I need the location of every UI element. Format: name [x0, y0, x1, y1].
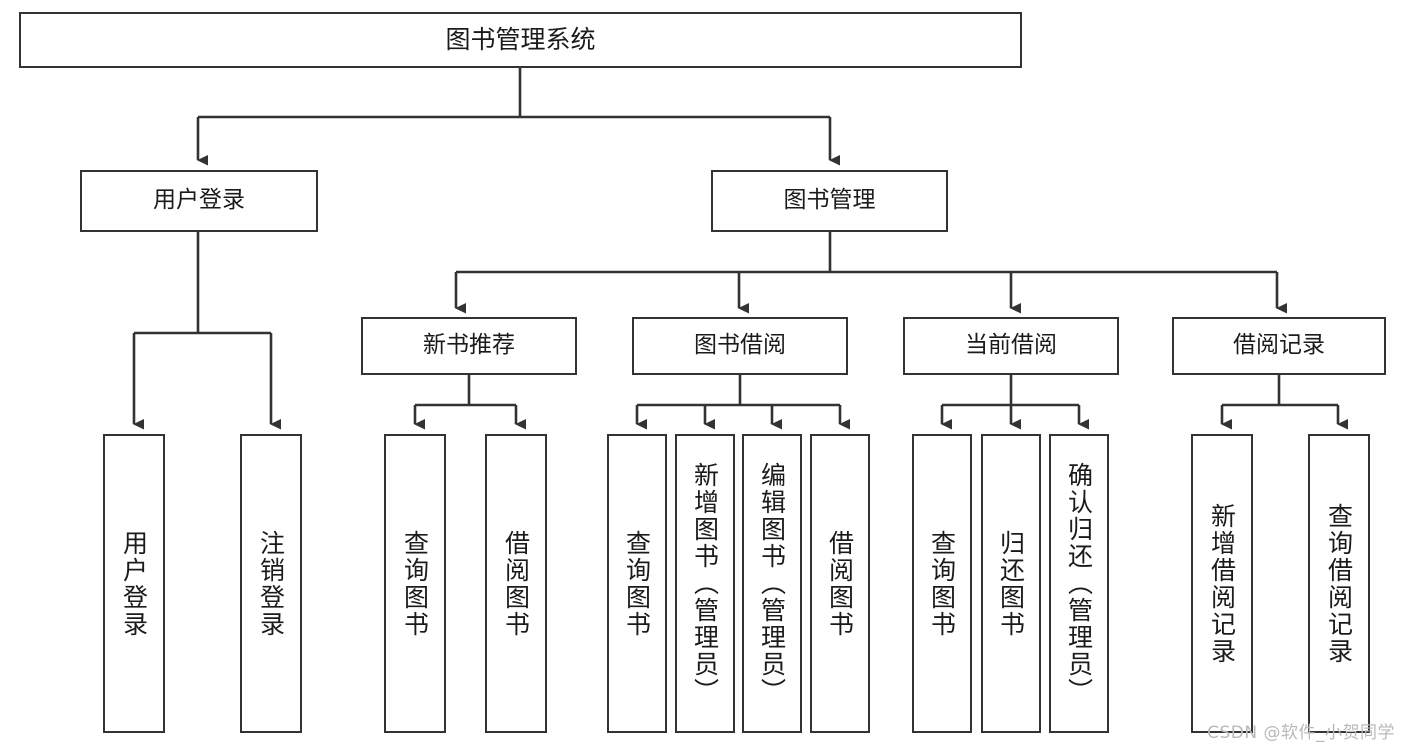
leaf-add-borrow-record[interactable]: 新增借阅记录	[1191, 434, 1253, 733]
leaf-query-borrow-record[interactable]: 查询借阅记录	[1308, 434, 1370, 733]
leaf-return-book[interactable]: 归还图书	[981, 434, 1041, 733]
leaf-query-book-newbook-label: 查询图书	[400, 529, 430, 638]
node-book-borrow[interactable]: 图书借阅	[632, 317, 848, 375]
leaf-query-book-borrow[interactable]: 查询图书	[607, 434, 667, 733]
leaf-logout-label: 注销登录	[256, 529, 286, 638]
leaf-borrow-book-newbook[interactable]: 借阅图书	[485, 434, 547, 733]
node-borrow-record[interactable]: 借阅记录	[1172, 317, 1386, 375]
leaf-query-book-newbook[interactable]: 查询图书	[384, 434, 446, 733]
leaf-user-login[interactable]: 用户登录	[103, 434, 165, 733]
leaf-query-book-borrow-label: 查询图书	[622, 529, 652, 638]
leaf-confirm-return-admin-label: 确认归还（管理员）	[1064, 462, 1094, 705]
leaf-logout[interactable]: 注销登录	[240, 434, 302, 733]
node-root[interactable]: 图书管理系统	[19, 12, 1022, 68]
node-book-management-label: 图书管理	[783, 187, 876, 214]
node-user-login[interactable]: 用户登录	[80, 170, 318, 232]
leaf-borrow-book-borrow[interactable]: 借阅图书	[810, 434, 870, 733]
node-current-borrow[interactable]: 当前借阅	[903, 317, 1119, 375]
leaf-user-login-label: 用户登录	[119, 529, 149, 638]
node-user-login-label: 用户登录	[153, 187, 245, 214]
leaf-borrow-book-newbook-label: 借阅图书	[501, 529, 531, 638]
node-root-label: 图书管理系统	[445, 25, 596, 55]
leaf-add-borrow-record-label: 新增借阅记录	[1207, 502, 1237, 665]
leaf-confirm-return-admin[interactable]: 确认归还（管理员）	[1049, 434, 1109, 733]
node-book-borrow-label: 图书借阅	[694, 332, 786, 359]
node-current-borrow-label: 当前借阅	[965, 332, 1057, 359]
leaf-edit-book-admin[interactable]: 编辑图书（管理员）	[742, 434, 802, 733]
leaf-query-book-current[interactable]: 查询图书	[912, 434, 972, 733]
leaf-edit-book-admin-label: 编辑图书（管理员）	[757, 462, 787, 705]
leaf-add-book-admin[interactable]: 新增图书（管理员）	[675, 434, 735, 733]
leaf-borrow-book-borrow-label: 借阅图书	[825, 529, 855, 638]
leaf-return-book-label: 归还图书	[996, 529, 1026, 638]
node-book-management[interactable]: 图书管理	[711, 170, 948, 232]
leaf-query-borrow-record-label: 查询借阅记录	[1324, 502, 1354, 665]
leaf-add-book-admin-label: 新增图书（管理员）	[690, 462, 720, 705]
leaf-query-book-current-label: 查询图书	[927, 529, 957, 638]
node-new-book-recommend-label: 新书推荐	[423, 332, 515, 359]
node-new-book-recommend[interactable]: 新书推荐	[361, 317, 577, 375]
node-borrow-record-label: 借阅记录	[1233, 332, 1325, 359]
